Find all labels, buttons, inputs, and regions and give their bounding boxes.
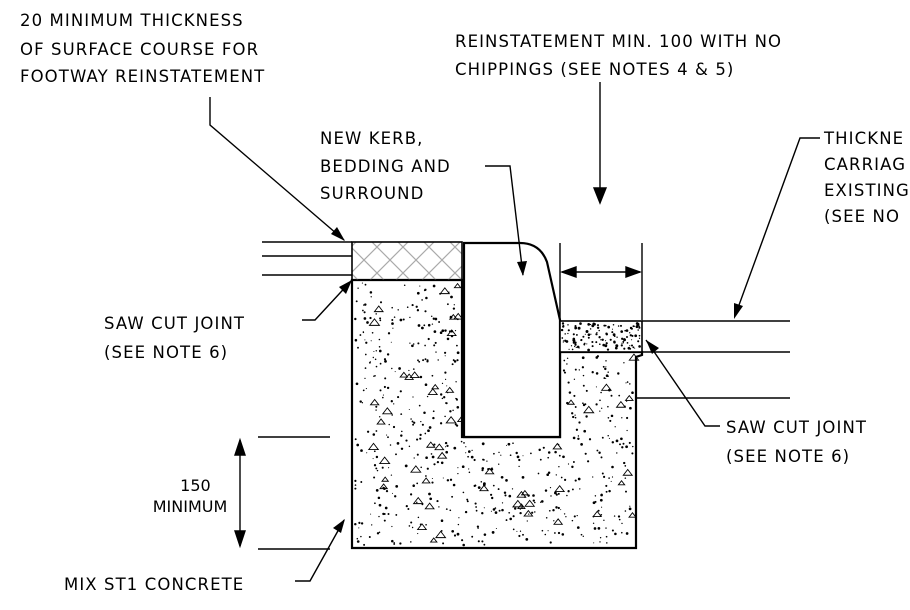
- concrete-aggregate-texture: [354, 282, 640, 547]
- thickness-note-label: THICKNE CARRIAG EXISTING (SEE NO: [823, 129, 910, 226]
- leader-lines: [209, 97, 820, 582]
- concrete-mix-label: MIX ST1 CONCRETE: [64, 575, 244, 594]
- reinstatement-label: REINSTATEMENT MIN. 100 WITH NO CHIPPINGS…: [455, 32, 788, 79]
- carriageway-reinstatement: [559, 320, 643, 353]
- reinstatement-texture: [560, 322, 641, 352]
- existing-footway-lines: [262, 241, 352, 276]
- footway-surface-course: [351, 241, 463, 281]
- dimension-150-label: 150 MINIMUM: [153, 476, 228, 516]
- leader-arrowheads: [331, 227, 743, 533]
- new-kerb-label: NEW KERB, BEDDING AND SURROUND: [320, 129, 457, 203]
- depth-dimension: [234, 436, 330, 550]
- reinstatement-width-dimension: [559, 82, 643, 320]
- saw-cut-joint-right-label: SAW CUT JOINT (SEE NOTE 6): [726, 418, 873, 466]
- footway-min-thickness-label: 20 MINIMUM THICKNESS OF SURFACE COURSE F…: [20, 11, 266, 86]
- saw-cut-joint-left-label: SAW CUT JOINT (SEE NOTE 6): [104, 314, 251, 362]
- new-kerb: [462, 241, 562, 439]
- existing-carriageway-lines: [636, 320, 790, 399]
